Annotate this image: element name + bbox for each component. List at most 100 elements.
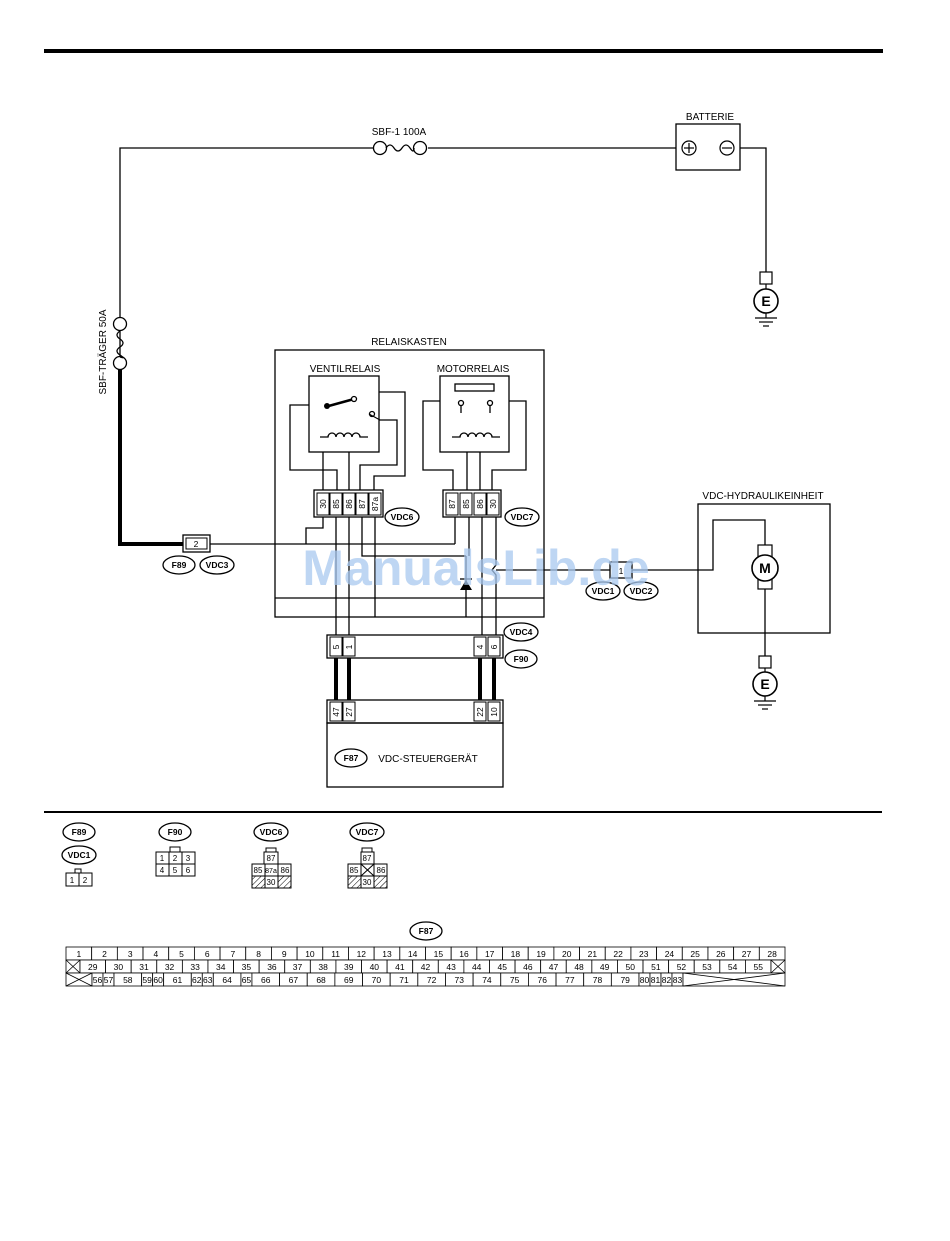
table-cell-label: 4 xyxy=(154,949,159,959)
vdc2-oval xyxy=(623,581,659,601)
legend-pin: 2 xyxy=(83,876,88,885)
table-cell-label: 43 xyxy=(446,962,456,972)
vdc3-oval xyxy=(199,555,235,575)
table-cell-label: 5 xyxy=(179,949,184,959)
f87-pin-label: 10 xyxy=(489,707,499,717)
motor-relay-label: MOTORRELAIS xyxy=(437,364,510,375)
vdc7-oval xyxy=(504,507,540,527)
table-cell-label: 2 xyxy=(102,949,107,959)
vdc4-oval-label: VDC4 xyxy=(510,627,533,637)
ground-label: E xyxy=(760,676,769,692)
table-cell-label: 18 xyxy=(511,949,521,959)
table-cell-label: 35 xyxy=(242,962,252,972)
motor-icon xyxy=(751,544,779,656)
battery-minus-icon xyxy=(719,140,735,156)
f87-oval-label: F87 xyxy=(344,753,359,763)
valve-relay-pivot-icon xyxy=(324,403,330,409)
table-cell-label: 55 xyxy=(753,962,763,972)
table-cell-label: 1 xyxy=(76,949,81,959)
legend-vdc7-connector xyxy=(347,847,388,889)
table-cell-label: 83 xyxy=(673,975,683,985)
valve-relay xyxy=(289,375,406,490)
watermark: ManualsLib.de xyxy=(302,540,649,596)
legend-pin: 30 xyxy=(267,878,276,887)
table-cell-label: 56 xyxy=(93,975,103,985)
table-cell-label: 62 xyxy=(192,975,202,985)
table-cell-label: 37 xyxy=(293,962,303,972)
table-cell-label: 81 xyxy=(651,975,661,985)
hydraulic-unit-label: VDC-HYDRAULIKEINHEIT xyxy=(702,491,823,502)
table-cell-label: 8 xyxy=(256,949,261,959)
vdc4-pin-label: 1 xyxy=(344,644,354,649)
legend-pin: 5 xyxy=(173,866,178,875)
table-cell-label: 79 xyxy=(620,975,630,985)
table-cell-label: 21 xyxy=(588,949,598,959)
header-rule xyxy=(44,49,883,53)
table-cell-label: 41 xyxy=(395,962,405,972)
table-cell-label: 67 xyxy=(289,975,299,985)
table-cell-label: 51 xyxy=(651,962,661,972)
table-cell-label: 42 xyxy=(421,962,431,972)
table-cell-label: 33 xyxy=(190,962,200,972)
diode-icon xyxy=(460,580,472,590)
table-cell-label: 46 xyxy=(523,962,533,972)
fuse-main-icon xyxy=(372,140,428,156)
legend-f89-oval xyxy=(62,822,96,842)
vdc6-pin-label: 87a xyxy=(370,497,380,511)
blank-cell-cross xyxy=(65,972,93,987)
table-cell-label: 20 xyxy=(562,949,572,959)
table-cell-label: 69 xyxy=(344,975,354,985)
table-cell-label: 40 xyxy=(370,962,380,972)
control-unit-box xyxy=(326,722,504,788)
vdc3-oval-label: VDC3 xyxy=(206,560,229,570)
vdc6-oval xyxy=(384,507,420,527)
fuse-carrier-label: SBF-TRÄGER 50A xyxy=(97,309,109,394)
legend-f90-label: F90 xyxy=(168,827,183,837)
valve-relay-label: VENTILRELAIS xyxy=(310,364,381,375)
table-cell-label: 23 xyxy=(639,949,649,959)
vdc4-oval xyxy=(503,622,539,642)
table-cell-label: 65 xyxy=(242,975,252,985)
vdc6-pin-label: 85 xyxy=(331,499,341,509)
f87-connector xyxy=(326,699,504,724)
table-cell-label: 26 xyxy=(716,949,726,959)
vdc6-oval-label: VDC6 xyxy=(391,512,414,522)
legend-pin: 4 xyxy=(160,866,165,875)
table-cell-label: 54 xyxy=(728,962,738,972)
legend-pin: 30 xyxy=(363,878,372,887)
hydraulic-unit-box xyxy=(697,503,831,634)
table-cell-label: 73 xyxy=(455,975,465,985)
ground-label: E xyxy=(761,293,770,309)
legend-vdc7-oval xyxy=(349,822,385,842)
vdc2-oval-label: VDC2 xyxy=(630,586,653,596)
table-cell-label: 61 xyxy=(173,975,183,985)
wires-thick-ecu xyxy=(334,658,496,700)
vdc4-pin-label: 6 xyxy=(489,644,499,649)
table-cell-label: 17 xyxy=(485,949,495,959)
table-cell-label: 66 xyxy=(261,975,271,985)
vdc7-pin-label: 30 xyxy=(488,499,498,509)
table-cell-label: 48 xyxy=(574,962,584,972)
legend-vdc6-oval xyxy=(253,822,289,842)
table-cell-label: 30 xyxy=(114,962,124,972)
legend-vdc6-label: VDC6 xyxy=(260,827,283,837)
legend-f90-connector xyxy=(155,846,196,877)
table-cell-label: 63 xyxy=(203,975,213,985)
table-cell-label: 24 xyxy=(665,949,675,959)
table-cell-label: 36 xyxy=(267,962,277,972)
table-cell-label: 29 xyxy=(88,962,98,972)
legend-vdc7-label: VDC7 xyxy=(356,827,379,837)
table-cell-label: 68 xyxy=(316,975,326,985)
legend-f90-oval xyxy=(158,822,192,842)
vdc6-connector xyxy=(313,489,384,518)
table-cell-label: 14 xyxy=(408,949,418,959)
vdc7-pin-label: 86 xyxy=(475,499,485,509)
blank-cell-cross xyxy=(682,972,786,987)
table-cell-label: 80 xyxy=(640,975,650,985)
table-cell-label: 31 xyxy=(139,962,149,972)
legend-pin: 1 xyxy=(70,876,75,885)
table-cell-label: 71 xyxy=(399,975,409,985)
f87-pin-label: 22 xyxy=(475,707,485,717)
